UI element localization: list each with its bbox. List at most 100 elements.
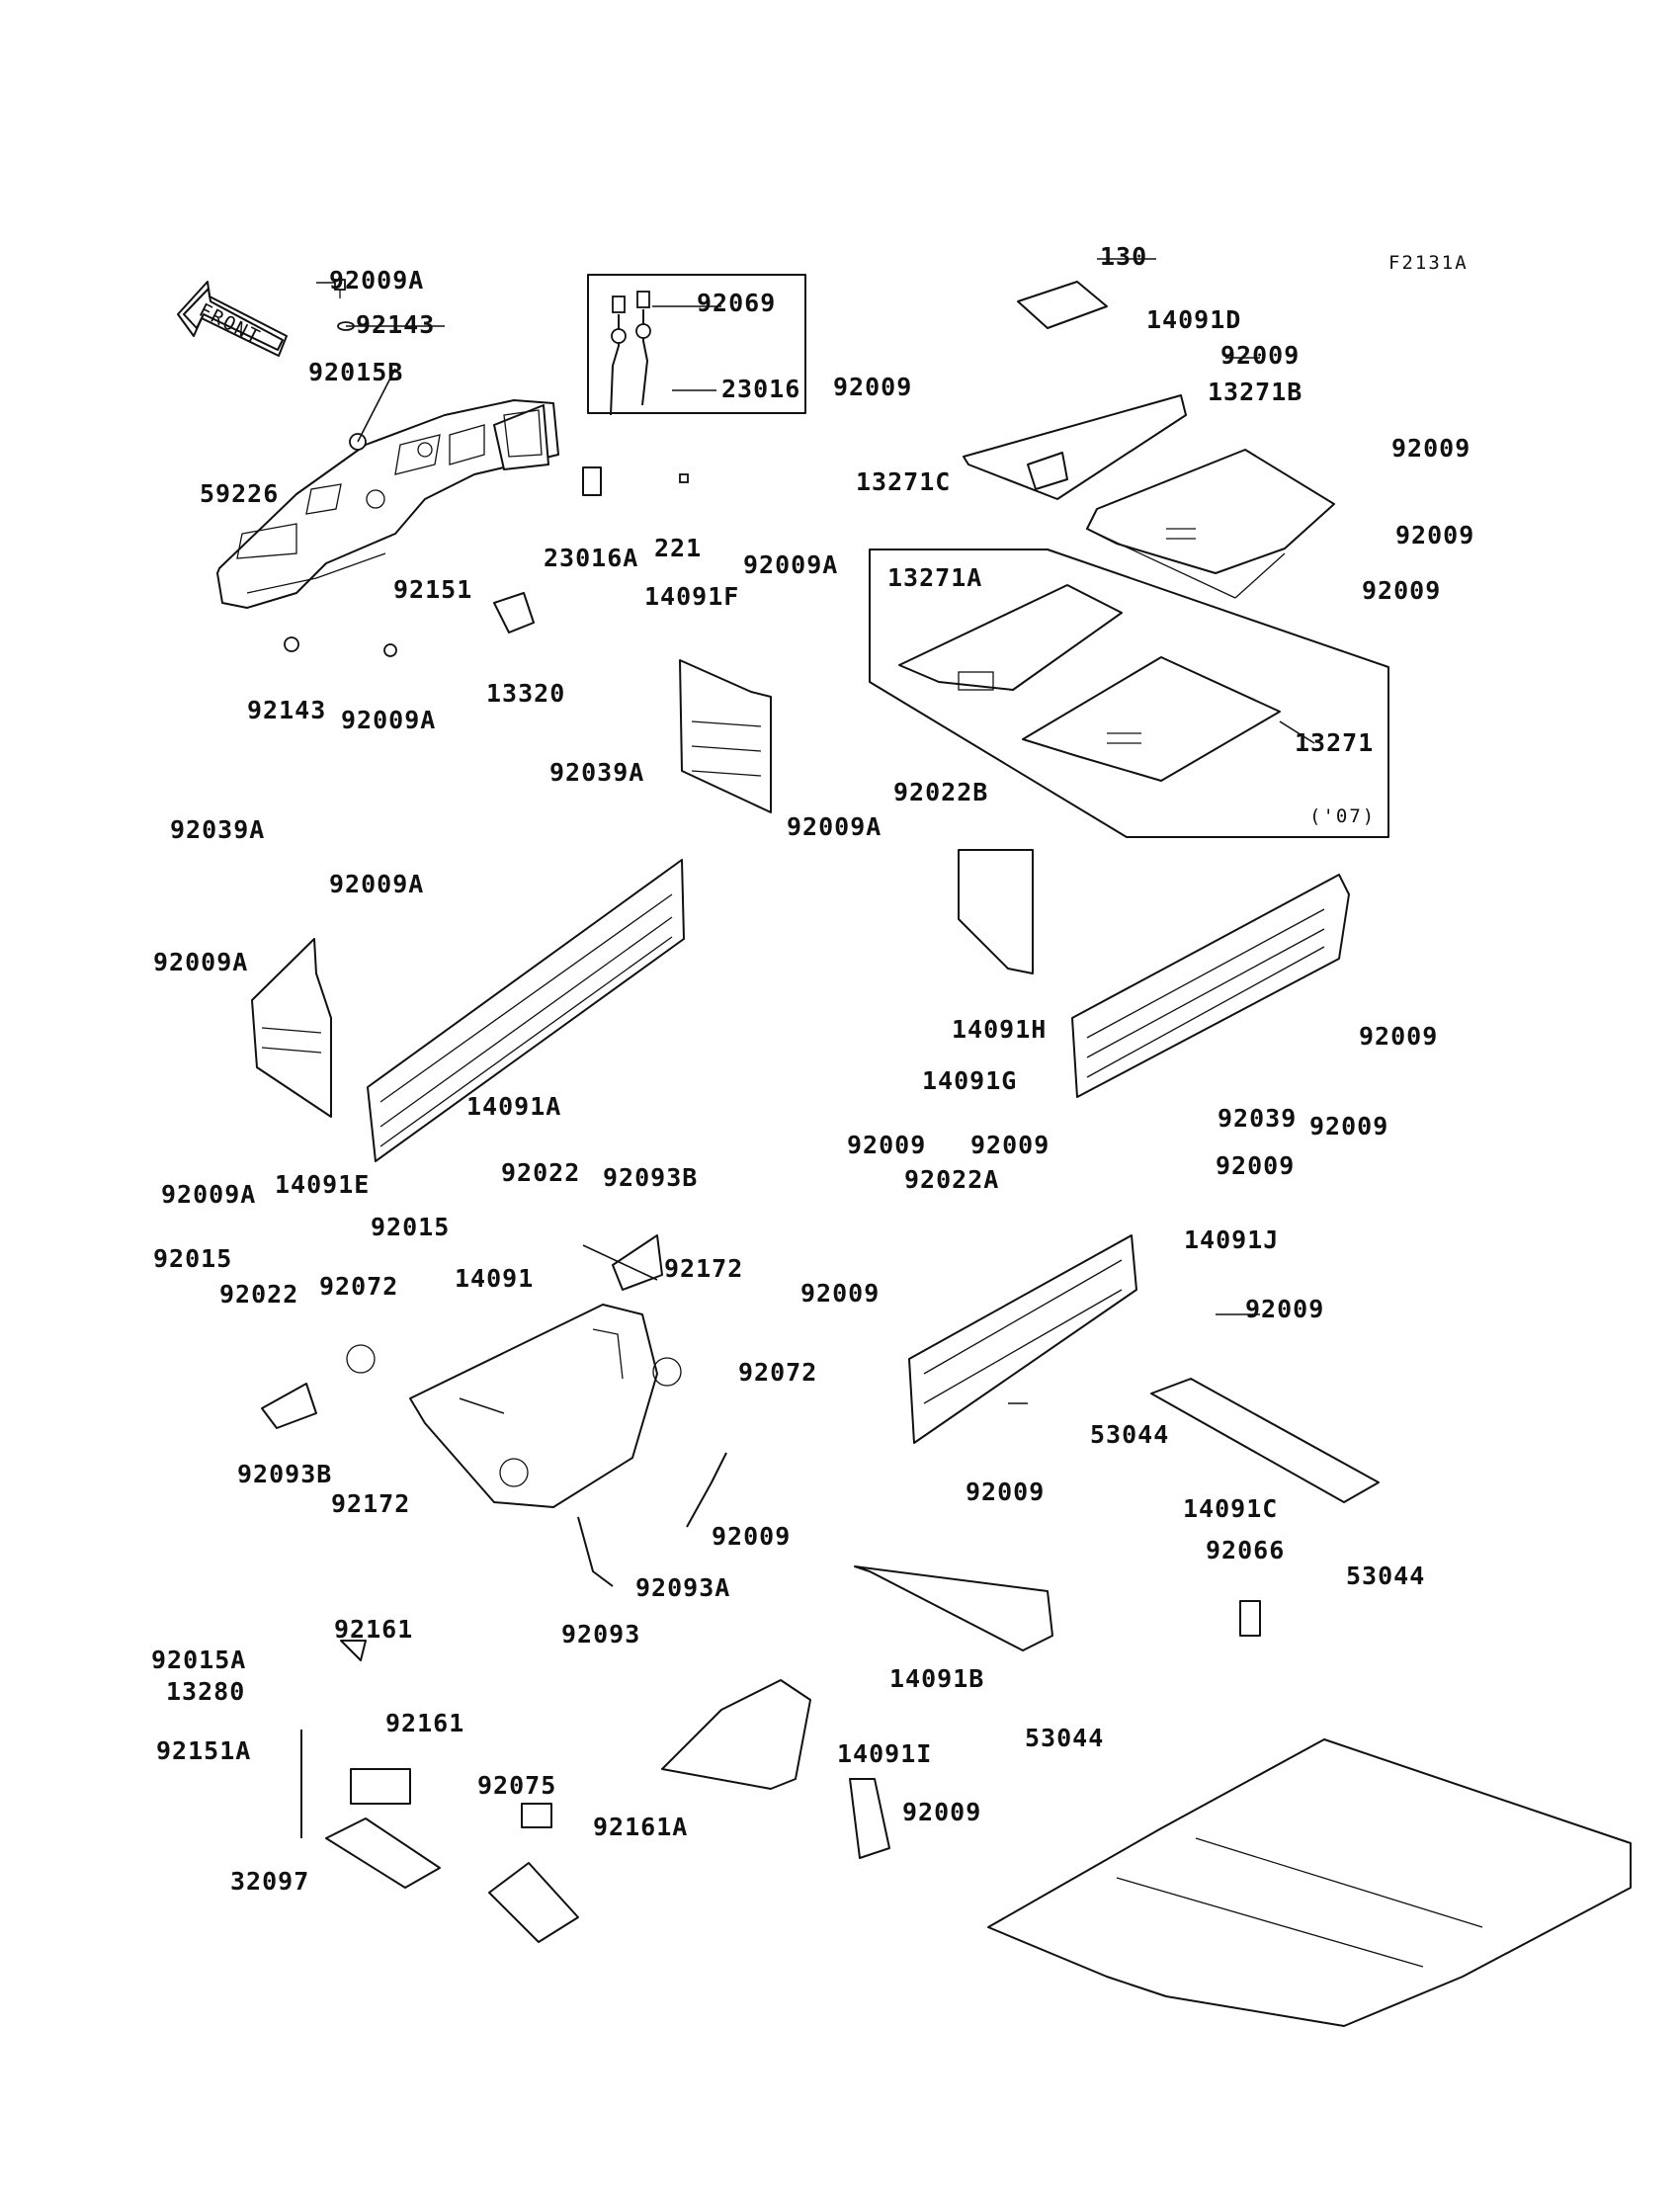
label-53044-a: 53044: [1090, 1420, 1169, 1449]
label-92093: 92093: [561, 1620, 640, 1648]
label-92093A: 92093A: [635, 1573, 730, 1602]
rod-92093A: [686, 1452, 727, 1528]
figure-code: F2131A: [1388, 252, 1469, 274]
label-92009-c: 92009: [1391, 434, 1470, 463]
floor-panel-13271A: [898, 584, 1123, 691]
label-14091H: 14091H: [952, 1015, 1047, 1044]
label-92009-o: 92009: [902, 1798, 981, 1826]
label-92093B-b: 92093B: [237, 1460, 332, 1488]
floor-panel-13271: [1022, 656, 1281, 782]
rod-92093: [577, 1516, 614, 1587]
side-panel-14091G: [1071, 874, 1350, 1098]
label-13271A: 13271A: [887, 563, 982, 592]
label-92172-b: 92172: [331, 1489, 410, 1518]
cover-14091D: [1017, 281, 1108, 329]
label-92151A: 92151A: [156, 1736, 251, 1765]
alternate-box: [869, 549, 1389, 838]
label-92039A-b: 92039A: [170, 815, 265, 844]
switch-23016A: [582, 466, 602, 496]
label-92009-b: 92009: [833, 373, 912, 401]
label-13320: 13320: [486, 679, 565, 708]
label-92009A-b: 92009A: [341, 706, 436, 734]
label-92009A-c: 92009A: [743, 550, 838, 579]
label-92015-a: 92015: [371, 1213, 450, 1241]
label-14091A: 14091A: [466, 1092, 561, 1121]
floor-panel-13271C: [963, 394, 1187, 500]
label-92075: 92075: [477, 1771, 556, 1800]
label-92009-k: 92009: [970, 1131, 1050, 1159]
label-92022B: 92022B: [893, 778, 988, 806]
floor-14091C: [1150, 1378, 1380, 1503]
label-92161-a: 92161: [334, 1615, 413, 1644]
label-92009-f: 92009: [1359, 1022, 1438, 1051]
clip-92072-a: [346, 1344, 376, 1374]
label-92066: 92066: [1206, 1536, 1285, 1564]
label-92009-m: 92009: [1245, 1295, 1324, 1323]
clip-92072-b: [652, 1357, 682, 1387]
label-13271B: 13271B: [1208, 378, 1302, 406]
label-92009-d: 92009: [1395, 521, 1474, 549]
label-14091E: 14091E: [275, 1170, 370, 1199]
label-92022-a: 92022: [501, 1158, 580, 1187]
label-92022-b: 92022: [219, 1280, 298, 1309]
label-92009-l: 92009: [800, 1279, 880, 1308]
label-14091B: 14091B: [889, 1664, 984, 1693]
dash-panel-59226: [216, 399, 559, 609]
label-92009-a: 92009: [1220, 341, 1300, 370]
label-221: 221: [654, 534, 702, 562]
floor-14091B: [854, 1565, 1053, 1651]
label-92009A-f: 92009A: [153, 948, 248, 976]
label-53044-b: 53044: [1346, 1562, 1425, 1590]
main-frame: [987, 1600, 1632, 2027]
label-92015B: 92015B: [308, 358, 403, 386]
label-92039A-a: 92039A: [549, 758, 644, 787]
bracket-92093B-lower: [261, 1383, 317, 1429]
battery-assembly: [300, 1640, 441, 1889]
control-box: [488, 1803, 579, 1943]
floor-panel-13271B: [1086, 449, 1335, 599]
label-92009A-a: 92009A: [329, 266, 424, 295]
label-32097: 32097: [230, 1867, 309, 1896]
label-53044-c: 53044: [1025, 1724, 1104, 1752]
fastener-icons: [284, 279, 689, 657]
harness-box: [587, 274, 806, 414]
label-92015-b: 92015: [153, 1244, 232, 1273]
side-panel-14091A: [367, 859, 685, 1162]
panel-14091J: [908, 1234, 1137, 1444]
guard-14091F: [679, 659, 772, 813]
harness-23016: [610, 291, 651, 416]
label-92022A: 92022A: [904, 1165, 999, 1194]
label-14091J: 14091J: [1184, 1225, 1279, 1254]
box-note: ('07): [1309, 805, 1376, 827]
label-92009-e: 92009: [1362, 576, 1441, 605]
label-92143-b: 92143: [247, 696, 326, 724]
label-14091: 14091: [455, 1264, 534, 1293]
leader-lines: [316, 258, 1315, 1414]
label-92143-a: 92143: [356, 310, 435, 339]
label-92009-i: 92009: [712, 1522, 791, 1551]
label-23016A: 23016A: [544, 544, 638, 572]
panel-14091H: [958, 849, 1034, 974]
label-92009-j: 92009: [847, 1131, 926, 1159]
label-92009-g: 92009: [1309, 1112, 1388, 1141]
label-14091I: 14091I: [837, 1739, 932, 1768]
label-13271C: 13271C: [856, 467, 951, 496]
label-92009-n: 92009: [966, 1478, 1045, 1506]
label-92161-b: 92161: [385, 1709, 464, 1737]
label-13271: 13271: [1295, 728, 1374, 757]
label-92093B-a: 92093B: [603, 1163, 698, 1192]
label-92069: 92069: [697, 289, 776, 317]
front-arrow-icon: FRONT: [177, 281, 288, 357]
label-23016: 23016: [721, 375, 800, 403]
label-92161A: 92161A: [593, 1813, 688, 1841]
label-59226: 59226: [200, 479, 279, 508]
label-92172-a: 92172: [664, 1254, 743, 1283]
label-14091C: 14091C: [1183, 1494, 1278, 1523]
label-92009A-d: 92009A: [787, 812, 882, 841]
label-92009A-e: 92009A: [329, 870, 424, 898]
label-92009A-g: 92009A: [161, 1180, 256, 1209]
label-92039: 92039: [1218, 1104, 1297, 1133]
frame-left: [661, 1679, 890, 1859]
label-130: 130: [1100, 242, 1147, 271]
